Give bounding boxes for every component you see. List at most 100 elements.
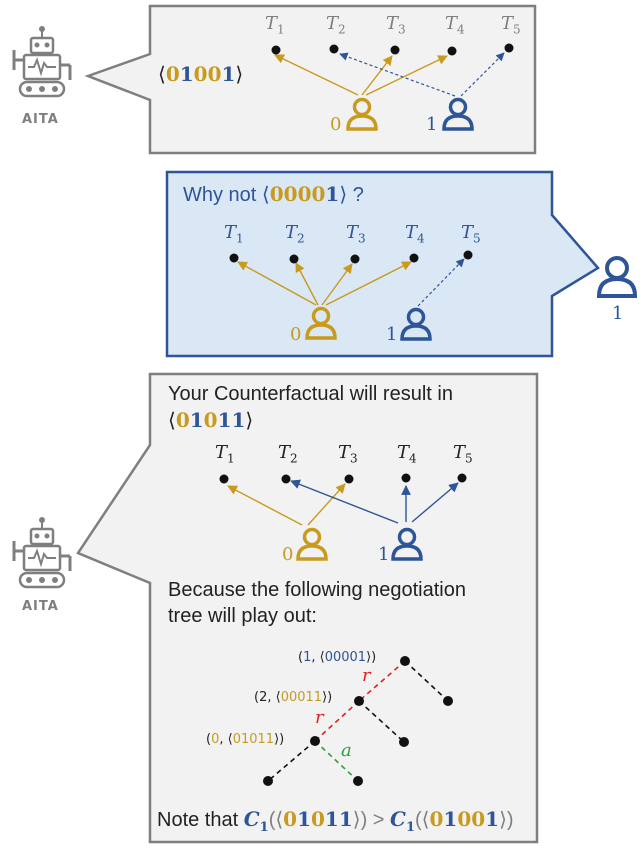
- p3-seq-digits: 01011: [176, 408, 246, 432]
- seq-digit: 1: [231, 408, 246, 432]
- p1-task-node-3: [390, 45, 400, 55]
- p3-task-node-5: [457, 473, 467, 483]
- note-seq-right: 01001: [429, 807, 499, 831]
- agent0-person-icon: [346, 97, 378, 131]
- p3-agent0-label: 0: [282, 544, 294, 565]
- user-person-icon: [596, 256, 638, 298]
- robot-caption: AITA: [22, 112, 59, 127]
- p3-task-node-2: [281, 474, 291, 484]
- p1-agent0-label: 0: [330, 114, 342, 135]
- tree-edge-label-r2: r: [315, 707, 324, 728]
- seq-digit: 1: [325, 182, 340, 206]
- p1-task-label: T3: [386, 13, 406, 37]
- p3-note: Note that C1(⟨01011⟩) > C1(⟨01001⟩): [157, 807, 514, 835]
- seq-digit: 0: [193, 62, 208, 86]
- seq-digit: 1: [217, 408, 232, 432]
- tree-node-leaf-2: [399, 737, 409, 747]
- p3-task-node-4: [401, 473, 411, 483]
- p2-task-node-2: [289, 254, 299, 264]
- p3-task-label: T5: [453, 442, 473, 466]
- p3-task-node-3: [344, 474, 354, 484]
- p2-task-node-5: [463, 250, 473, 260]
- panel3-graph: [219, 473, 467, 526]
- p3-task-node-1: [219, 474, 229, 484]
- tree-node-label-2: (2, ⟨00011⟩): [254, 690, 333, 705]
- seq-digit: 0: [175, 408, 190, 432]
- seq-digit: 0: [471, 807, 486, 831]
- tree-node-leaf-4: [353, 776, 363, 786]
- agent1-person-icon: [400, 307, 432, 341]
- seq-digit: 1: [297, 807, 311, 831]
- seq-digit: 1: [324, 807, 339, 831]
- seq-digit: 0: [283, 182, 298, 206]
- seq-digit: 0: [311, 807, 325, 831]
- p1-agent1-label: 1: [426, 114, 438, 135]
- seq-digit: 0: [165, 62, 180, 86]
- seq-digit: 1: [189, 408, 204, 432]
- seq-digit: 0: [203, 408, 218, 432]
- seq-digit: 0: [283, 807, 298, 831]
- p2-task-node-3: [350, 254, 360, 264]
- p3-task-label: T1: [215, 442, 235, 466]
- p2-task-node-4: [409, 253, 419, 263]
- user-label: 1: [612, 303, 624, 324]
- tree-node-leaf-3: [263, 776, 273, 786]
- tree-edge-label-a: a: [341, 740, 352, 761]
- seq-digit: 0: [429, 807, 444, 831]
- p2-task-label: T4: [405, 222, 425, 246]
- agent1-person-icon: [391, 527, 423, 561]
- p2-question: Why not ⟨00001⟩ ?: [183, 182, 364, 206]
- tree-node-root: [400, 656, 410, 666]
- p1-task-label: T5: [501, 13, 521, 37]
- p2-agent0-label: 0: [290, 324, 302, 345]
- tree-node-label-3: (0, ⟨01011⟩): [206, 732, 285, 747]
- seq-digit: 0: [311, 182, 326, 206]
- negotiation-tree: [263, 656, 453, 786]
- p2-task-label: T2: [285, 222, 305, 246]
- panel2-bubble: [165, 170, 600, 358]
- p2-agent1-label: 1: [386, 324, 398, 345]
- p2-task-label: T1: [224, 222, 244, 246]
- p3-line1: Your Counterfactual will result in: [168, 383, 453, 405]
- p1-sequence: ⟨01001⟩: [158, 62, 244, 86]
- p3-task-label: T3: [338, 442, 358, 466]
- p2-seq-digits: 00001: [270, 182, 340, 206]
- p3-sequence: ⟨01011⟩: [168, 408, 254, 432]
- seq-digit: 1: [221, 62, 236, 86]
- p3-task-label: T2: [278, 442, 298, 466]
- robot-caption: AITA: [22, 599, 59, 614]
- tree-node-label-1: (1, ⟨00001⟩): [298, 650, 377, 665]
- p1-task-node-4: [447, 46, 457, 56]
- seq-digit: 0: [297, 182, 312, 206]
- p1-task-node-5: [504, 43, 514, 53]
- p1-task-label: T1: [265, 13, 285, 37]
- p3-because-line1: Because the following negotiation: [168, 579, 466, 601]
- seq-digit: 1: [443, 807, 458, 831]
- p3-agent1-label: 1: [378, 544, 390, 565]
- robot-icon: [12, 517, 72, 589]
- p1-task-label: T2: [326, 13, 346, 37]
- agent0-person-icon: [296, 527, 328, 561]
- p3-because-line2: tree will play out:: [168, 605, 317, 627]
- panel3-bubble: [76, 372, 539, 844]
- seq-digit: 0: [207, 62, 222, 86]
- seq-digit: 1: [485, 807, 500, 831]
- tree-node-mid: [354, 696, 364, 706]
- seq-digit: 0: [269, 182, 284, 206]
- p1-task-node-1: [271, 45, 281, 55]
- p2-task-label: T5: [461, 222, 481, 246]
- note-seq-left: 01011: [283, 807, 353, 831]
- p2-task-label: T3: [346, 222, 366, 246]
- p2-task-node-1: [229, 253, 239, 263]
- tree-edge-label-r1: r: [362, 665, 371, 686]
- p1-task-label: T4: [445, 13, 465, 37]
- p1-task-node-2: [329, 44, 339, 54]
- seq-digit: 0: [457, 807, 472, 831]
- panel1-bubble: [84, 4, 537, 155]
- tree-node-low: [310, 736, 320, 746]
- agent1-person-icon: [442, 97, 474, 131]
- seq-digit: 1: [179, 62, 194, 86]
- panel1-graph: [271, 43, 514, 97]
- robot-icon: [12, 26, 72, 98]
